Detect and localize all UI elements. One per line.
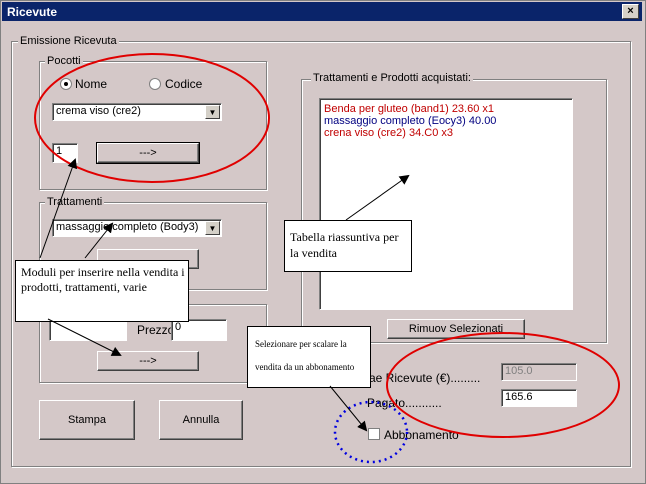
total-field: 105.0 <box>501 363 577 381</box>
quantity-field[interactable]: 1 <box>52 143 78 163</box>
add-misc-label: ---> <box>139 355 157 367</box>
list-item-label: Benda per gluteo (band1) 23.60 x1 <box>324 103 495 115</box>
radio-codice-label: Codice <box>165 77 203 91</box>
treatments-group-label: Trattamenti <box>45 196 105 208</box>
subscription-checkbox[interactable] <box>368 428 380 440</box>
misc-description-field[interactable] <box>49 319 127 341</box>
treatment-select[interactable]: massaggio completo (Body3) ▼ <box>52 219 222 237</box>
cancel-label: Annulla <box>182 414 220 426</box>
radio-nome[interactable] <box>60 78 72 90</box>
list-item[interactable]: massaggio completo (Eocy3) 40.00 <box>324 115 496 127</box>
product-select-value: crema viso (cre2) <box>56 105 141 117</box>
title-bar[interactable]: Ricevute × <box>2 2 642 21</box>
summary-list[interactable]: Benda per gluteo (band1) 23.60 x1 massag… <box>319 98 573 310</box>
list-item-label: crena viso (cre2) 34.C0 x3 <box>324 127 453 139</box>
chevron-down-icon[interactable]: ▼ <box>205 221 220 235</box>
list-item-label: massaggio completo (Eocy3) 40.00 <box>324 115 497 127</box>
emission-group-label: Emissione Ricevuta <box>18 35 119 47</box>
quantity-value: 1 <box>56 145 63 157</box>
emission-group <box>11 41 631 467</box>
close-icon: × <box>627 5 634 17</box>
note-select: Selezionare per scalare la vendita da un… <box>247 326 371 388</box>
print-label: Stampa <box>68 414 106 426</box>
total-value: 105.0 <box>505 365 533 377</box>
summary-group-label: Trattamenti e Prodotti acquistati: <box>311 72 473 84</box>
products-group-label: Pocotti <box>45 55 83 67</box>
print-button[interactable]: Stampa <box>39 400 135 440</box>
chevron-down-icon[interactable]: ▼ <box>205 105 220 119</box>
paid-field[interactable]: 165.6 <box>501 389 577 407</box>
list-item[interactable]: crena viso (cre2) 34.C0 x3 <box>324 127 453 139</box>
add-product-label: ---> <box>139 147 157 159</box>
treatment-select-value: massaggio completo (Body3) <box>56 221 199 233</box>
radio-nome-label: Nome <box>75 77 108 91</box>
cancel-button[interactable]: Annulla <box>159 400 243 440</box>
note-table: Tabella riassuntiva per la vendita <box>284 220 412 272</box>
add-misc-button[interactable]: ---> <box>97 351 199 371</box>
note-modules-text: Moduli per inserire nella vendita i prod… <box>21 265 185 294</box>
price-label: Prezzo <box>137 323 175 337</box>
note-select-text: Selezionare per scalare la vendita da un… <box>255 339 355 372</box>
add-product-button[interactable]: ---> <box>96 142 200 164</box>
total-label: ae Ricevute (€)......... <box>369 371 481 385</box>
remove-selected-button[interactable]: Rimuov Selezionati <box>387 319 525 339</box>
price-value: 0 <box>175 321 182 333</box>
subscription-label: Abbonamento <box>384 428 459 442</box>
note-modules: Moduli per inserire nella vendita i prod… <box>15 260 189 322</box>
paid-value: 165.6 <box>505 391 533 403</box>
price-field[interactable]: 0 <box>171 319 227 341</box>
product-select[interactable]: crema viso (cre2) ▼ <box>52 103 222 121</box>
note-table-text: Tabella riassuntiva per la vendita <box>290 230 399 260</box>
paid-label: Pagato........... <box>367 396 442 410</box>
remove-selected-label: Rimuov Selezionati <box>408 323 504 335</box>
list-item[interactable]: Benda per gluteo (band1) 23.60 x1 <box>324 103 494 115</box>
radio-codice[interactable] <box>149 78 161 90</box>
window-title: Ricevute <box>7 5 58 19</box>
close-button[interactable]: × <box>622 4 639 19</box>
